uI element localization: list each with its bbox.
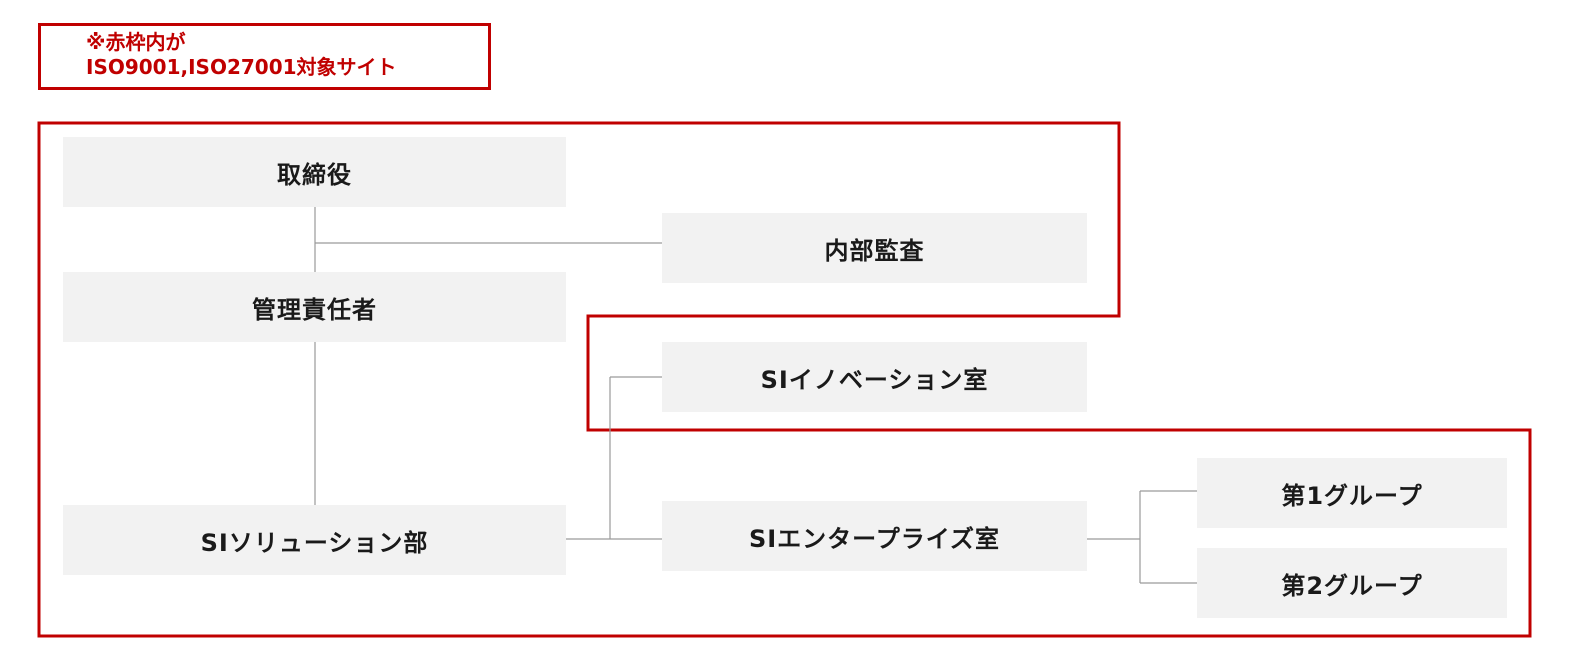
connector-lines	[314, 207, 1197, 584]
node-director: 取締役	[63, 137, 566, 207]
node-management-representative: 管理責任者	[63, 272, 566, 342]
node-si-enterprise: SIエンタープライズ室	[662, 501, 1087, 571]
scope-note-line2: ISO9001,ISO27001対象サイト	[86, 55, 397, 79]
node-group-2: 第2グループ	[1197, 548, 1507, 618]
scope-note-text: ※赤枠内が ISO9001,ISO27001対象サイト	[86, 30, 397, 80]
node-internal-audit: 内部監査	[662, 213, 1087, 283]
iso-scope-outline	[37, 121, 1532, 638]
scope-note: ※赤枠内が ISO9001,ISO27001対象サイト	[38, 23, 491, 90]
node-si-solution: SIソリューション部	[63, 505, 566, 575]
node-si-innovation: SIイノベーション室	[662, 342, 1087, 412]
scope-note-line1: ※赤枠内が	[86, 30, 186, 54]
node-group-1: 第1グループ	[1197, 458, 1507, 528]
